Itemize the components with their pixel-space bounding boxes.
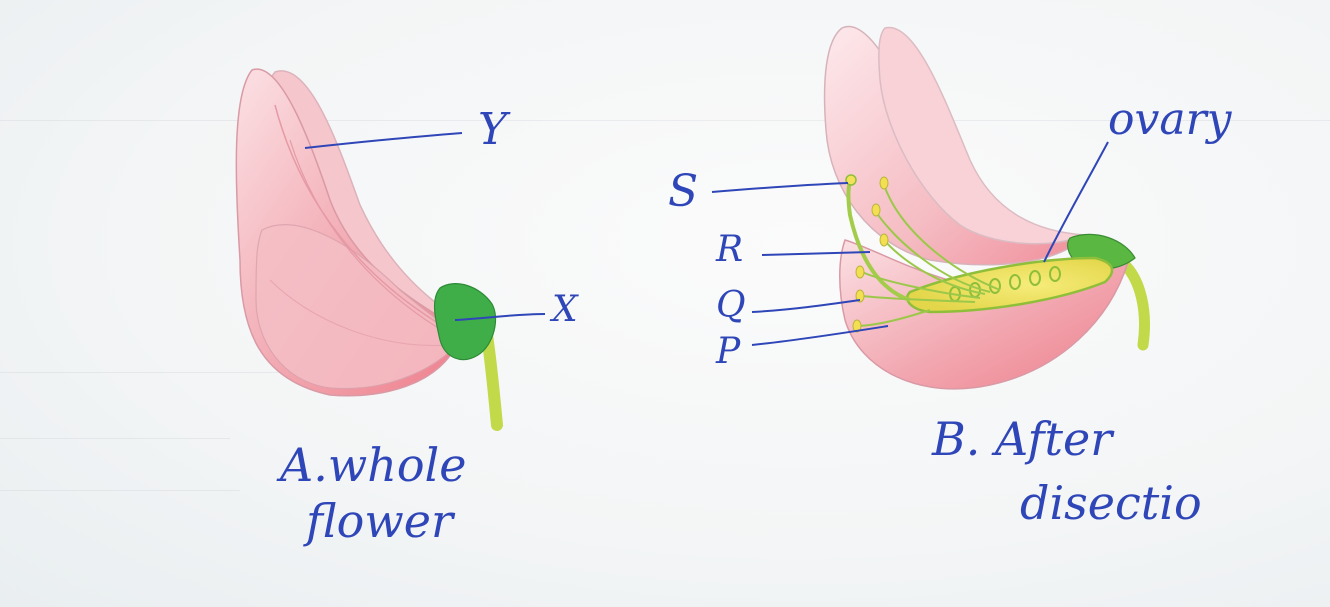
flower-a-sepal (435, 284, 496, 360)
label-s: S (668, 170, 698, 214)
flower-a-stalk (487, 335, 497, 425)
label-r: R (716, 232, 743, 268)
pointer-s-line (712, 183, 848, 192)
label-y: Y (478, 108, 507, 152)
caption-b-line1: B. After (932, 414, 1112, 465)
dissected-flower (712, 27, 1144, 389)
label-p: P (716, 334, 740, 370)
label-ovary: ovary (1108, 98, 1231, 142)
caption-a-line2: flower (306, 496, 453, 547)
caption-b-line2: disectio (1020, 478, 1202, 529)
label-x: X (552, 292, 578, 328)
caption-a-line1: A.whole (280, 440, 466, 491)
flower-b-stalk (1125, 265, 1144, 345)
label-q: Q (716, 288, 746, 324)
